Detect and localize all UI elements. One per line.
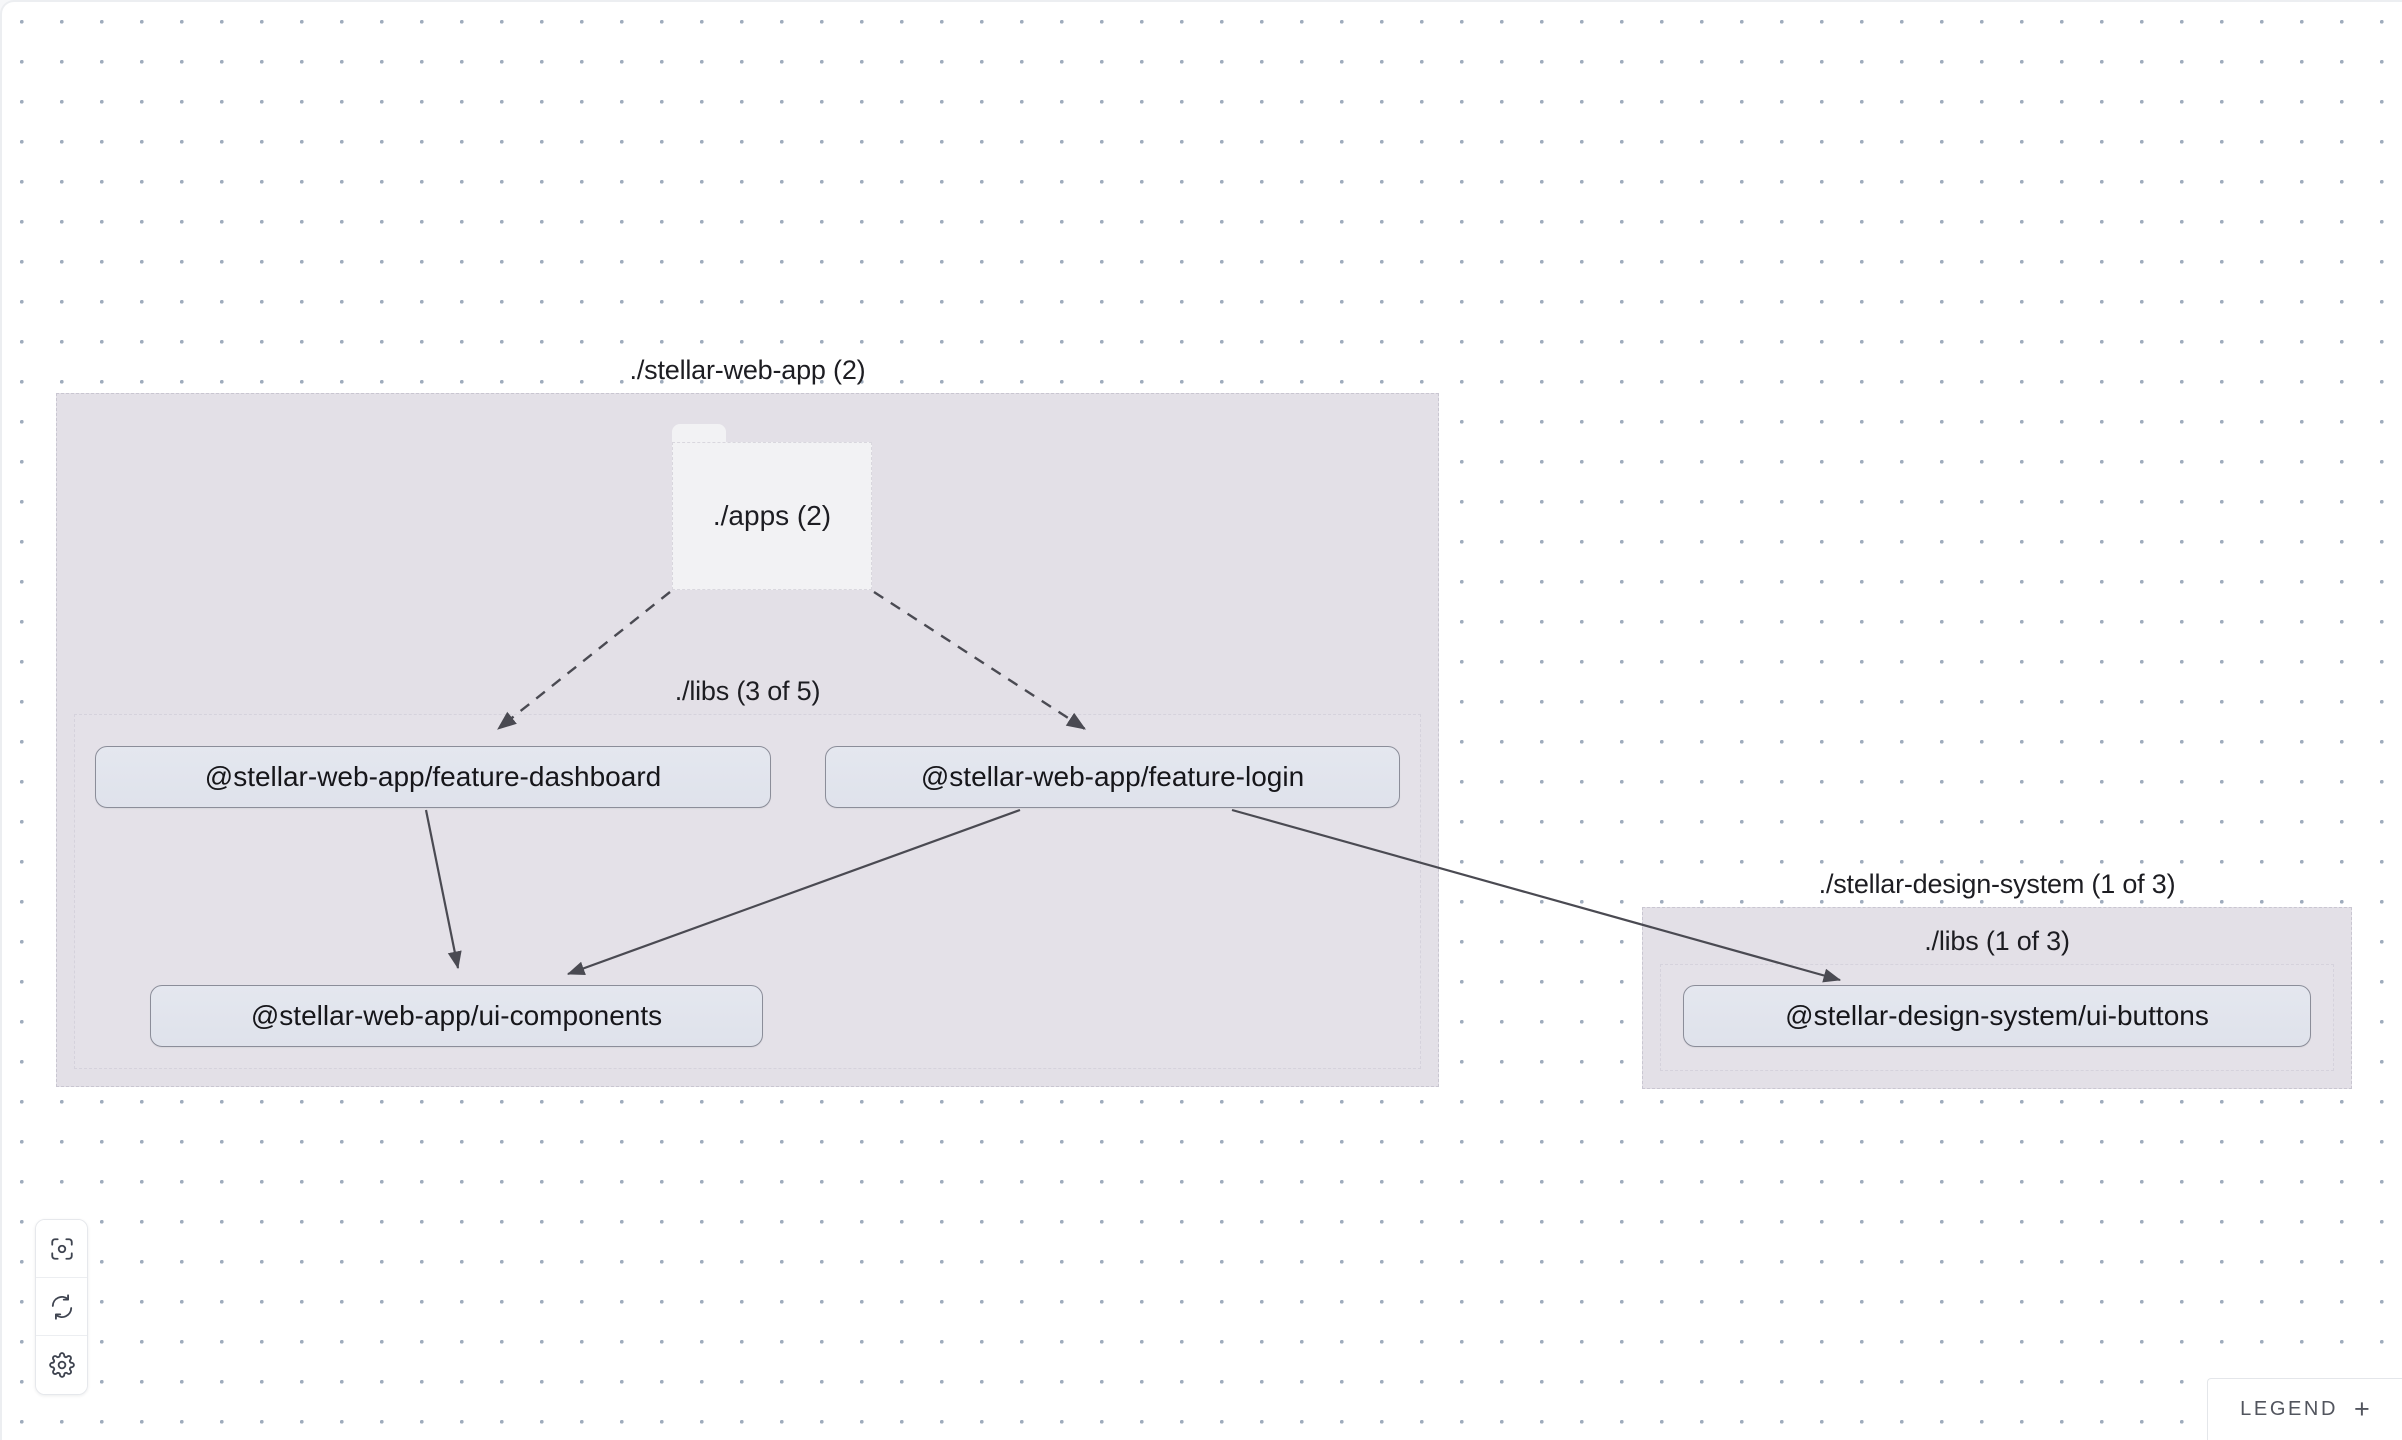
settings-button[interactable] bbox=[36, 1336, 87, 1394]
legend-label: LEGEND bbox=[2240, 1398, 2339, 1420]
node-ui-components[interactable]: @stellar-web-app/ui-components bbox=[150, 985, 763, 1047]
folder-tab bbox=[672, 424, 726, 444]
group-label-design-system-libs: ./libs (1 of 3) bbox=[1924, 926, 2070, 956]
folder-label-apps: ./apps (2) bbox=[712, 500, 832, 531]
node-feature-login[interactable]: @stellar-web-app/feature-login bbox=[825, 746, 1400, 808]
refresh-button[interactable] bbox=[36, 1278, 87, 1336]
legend-toggle-button[interactable]: LEGEND + bbox=[2207, 1378, 2402, 1440]
plus-icon: + bbox=[2354, 1394, 2370, 1424]
node-ui-buttons[interactable]: @stellar-design-system/ui-buttons bbox=[1683, 985, 2311, 1047]
group-label-web-app-libs: ./libs (3 of 5) bbox=[674, 676, 821, 706]
group-label-stellar-design-system: ./stellar-design-system (1 of 3) bbox=[1818, 869, 2176, 899]
group-label-stellar-web-app: ./stellar-web-app (2) bbox=[629, 355, 866, 385]
focus-target-icon bbox=[49, 1236, 75, 1262]
gear-icon bbox=[48, 1352, 75, 1378]
refresh-icon bbox=[49, 1293, 75, 1320]
focus-graph-button[interactable] bbox=[36, 1220, 87, 1278]
node-feature-dashboard[interactable]: @stellar-web-app/feature-dashboard bbox=[95, 746, 771, 808]
canvas-toolbar[interactable] bbox=[35, 1219, 88, 1395]
folder-body bbox=[672, 442, 872, 590]
folder-node-apps[interactable]: ./apps (2) bbox=[672, 424, 872, 590]
